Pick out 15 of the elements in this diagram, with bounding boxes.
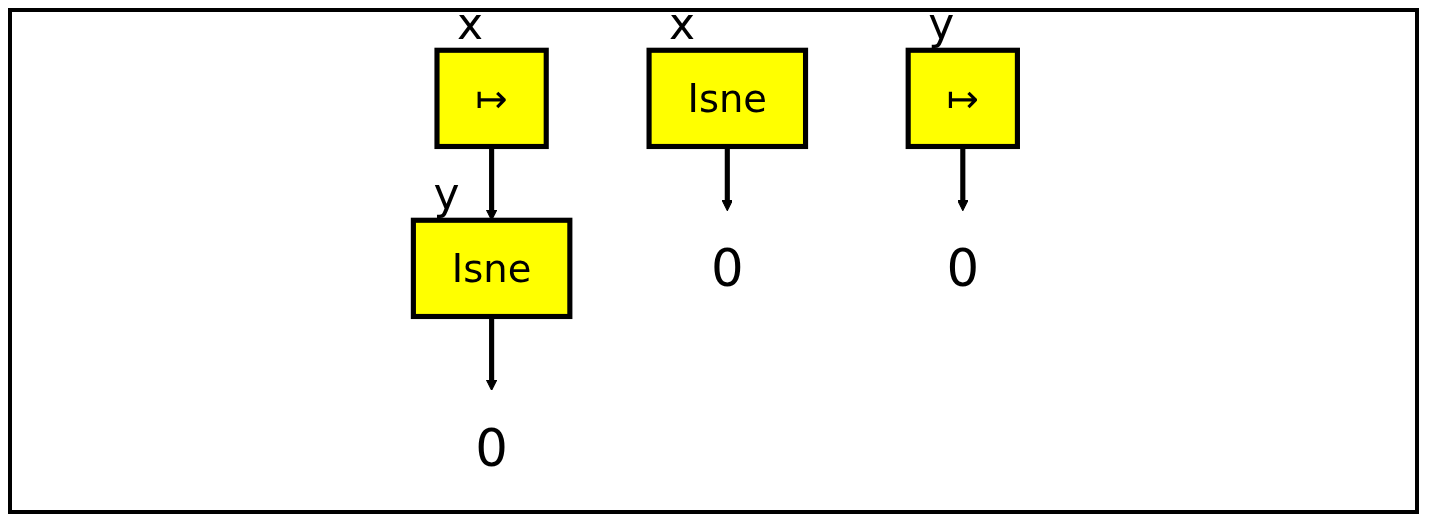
value-text: 0 bbox=[475, 418, 508, 478]
variable-name: x bbox=[669, 2, 696, 47]
memory-cell: Isne bbox=[646, 47, 809, 150]
variable-name: y bbox=[928, 2, 955, 47]
value-text: 0 bbox=[711, 238, 744, 298]
arrow bbox=[485, 316, 498, 391]
variable-name: y bbox=[433, 172, 460, 217]
arrow bbox=[721, 146, 733, 212]
memory-cell: ↦ bbox=[434, 47, 549, 150]
variable-name: x bbox=[457, 2, 484, 47]
arrow bbox=[957, 146, 969, 212]
arrow bbox=[485, 146, 498, 221]
value-text: 0 bbox=[946, 238, 980, 298]
memory-cell: Isne bbox=[410, 217, 573, 320]
memory-cell: ↦ bbox=[905, 47, 1020, 150]
